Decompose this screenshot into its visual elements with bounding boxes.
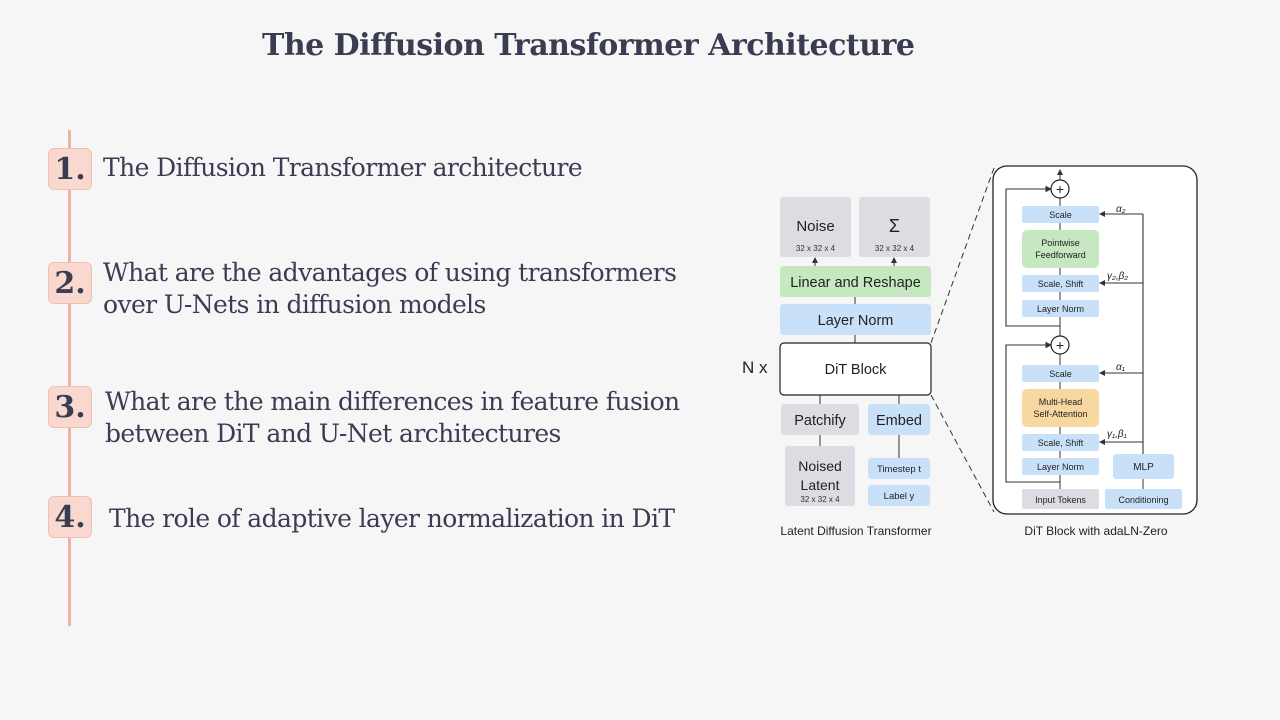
timestep-label: Timestep t bbox=[877, 464, 921, 475]
item-number-2: 2. bbox=[48, 262, 92, 304]
gamma2-beta2-label: γ₂,β₂ bbox=[1107, 271, 1128, 282]
sigma-label: Σ bbox=[889, 216, 900, 236]
linear-reshape-box bbox=[780, 266, 931, 297]
item-number-1: 1. bbox=[48, 148, 92, 190]
layer-norm-label: Layer Norm bbox=[818, 313, 894, 329]
n-x-label: N x bbox=[742, 358, 768, 377]
mhsa-box bbox=[1022, 389, 1099, 427]
item-2-line-2: over U-Nets in diffusion models bbox=[103, 290, 486, 319]
plus-top: + bbox=[1056, 181, 1064, 197]
residual-skip-bottom bbox=[1005, 341, 1060, 483]
patchify-label: Patchify bbox=[794, 413, 846, 429]
item-2-line-1: What are the advantages of using transfo… bbox=[103, 258, 677, 287]
layer-norm-top-label: Layer Norm bbox=[1037, 304, 1084, 314]
residual-skip-top bbox=[1005, 185, 1060, 327]
layer-norm-box bbox=[780, 304, 931, 335]
item-number-4: 4. bbox=[48, 496, 92, 538]
gamma1-beta1-label: γ₁,β₁ bbox=[1107, 429, 1127, 440]
label-y-label: Label y bbox=[884, 491, 915, 502]
item-text-3: What are the main differences in feature… bbox=[105, 386, 680, 450]
timestep-box bbox=[868, 458, 930, 479]
pointwise-label-1: Pointwise bbox=[1041, 238, 1080, 248]
latent-diffusion-transformer: Noise 32 x 32 x 4 Σ 32 x 32 x 4 Linear a… bbox=[742, 197, 932, 538]
dit-block-label: DiT Block bbox=[825, 362, 888, 378]
input-tokens-label: Input Tokens bbox=[1035, 495, 1086, 505]
scale-bottom-box bbox=[1022, 365, 1099, 382]
embed-label: Embed bbox=[876, 413, 922, 429]
sigma-box bbox=[859, 197, 930, 257]
noised-latent-label-2: Latent bbox=[801, 477, 840, 493]
item-3-line-1: What are the main differences in feature… bbox=[105, 387, 680, 416]
zoom-line-top bbox=[930, 167, 995, 344]
zoom-line-bottom bbox=[930, 394, 995, 513]
alpha1-label: α₁ bbox=[1116, 362, 1125, 373]
noise-dim: 32 x 32 x 4 bbox=[796, 244, 836, 253]
scale-shift-top-label: Scale, Shift bbox=[1038, 279, 1084, 289]
embed-box bbox=[868, 404, 930, 435]
mhsa-label-2: Self-Attention bbox=[1033, 409, 1087, 419]
conditioning-box bbox=[1105, 489, 1182, 509]
conditioning-label: Conditioning bbox=[1118, 495, 1168, 505]
dit-block-detail: + Scale α₂ Pointwise Feedforward Scale, … bbox=[992, 165, 1198, 538]
mhsa-label-1: Multi-Head bbox=[1039, 397, 1083, 407]
mlp-box bbox=[1113, 454, 1174, 479]
scale-shift-top-box bbox=[1022, 275, 1099, 292]
layer-norm-top-box bbox=[1022, 300, 1099, 317]
item-text-2: What are the advantages of using transfo… bbox=[103, 257, 677, 321]
scale-top-label: Scale bbox=[1049, 210, 1072, 220]
scale-shift-bottom-box bbox=[1022, 434, 1099, 451]
pointwise-box bbox=[1022, 230, 1099, 268]
input-tokens-box bbox=[1022, 489, 1099, 509]
right-caption: DiT Block with adaLN-Zero bbox=[1024, 524, 1167, 538]
item-1-line-1: The Diffusion Transformer architecture bbox=[103, 153, 583, 182]
left-caption: Latent Diffusion Transformer bbox=[780, 524, 931, 538]
scale-shift-bottom-label: Scale, Shift bbox=[1038, 438, 1084, 448]
layer-norm-bottom-label: Layer Norm bbox=[1037, 462, 1084, 472]
page-title: The Diffusion Transformer Architecture bbox=[262, 28, 915, 63]
noised-latent-label-1: Noised bbox=[798, 458, 842, 474]
scale-bottom-label: Scale bbox=[1049, 369, 1072, 379]
alpha2-label: α₂ bbox=[1116, 204, 1126, 215]
label-y-box bbox=[868, 485, 930, 506]
item-4-line-1: The role of adaptive layer normalization… bbox=[109, 504, 675, 533]
scale-top-box bbox=[1022, 206, 1099, 223]
linear-reshape-label: Linear and Reshape bbox=[790, 275, 921, 291]
patchify-box bbox=[781, 404, 859, 435]
item-text-4: The role of adaptive layer normalization… bbox=[109, 503, 675, 535]
mlp-label: MLP bbox=[1133, 462, 1154, 473]
item-3-line-2: between DiT and U-Net architectures bbox=[105, 419, 561, 448]
timeline-line bbox=[68, 130, 71, 626]
noise-label: Noise bbox=[796, 218, 834, 235]
item-text-1: The Diffusion Transformer architecture bbox=[103, 152, 583, 184]
sigma-dim: 32 x 32 x 4 bbox=[875, 244, 915, 253]
noised-latent-box bbox=[785, 446, 855, 506]
noise-box bbox=[780, 197, 851, 257]
layer-norm-bottom-box bbox=[1022, 458, 1099, 475]
pointwise-label-2: Feedforward bbox=[1035, 250, 1086, 260]
noised-latent-dim: 32 x 32 x 4 bbox=[800, 495, 840, 504]
item-number-3: 3. bbox=[48, 386, 92, 428]
plus-mid: + bbox=[1056, 337, 1064, 353]
